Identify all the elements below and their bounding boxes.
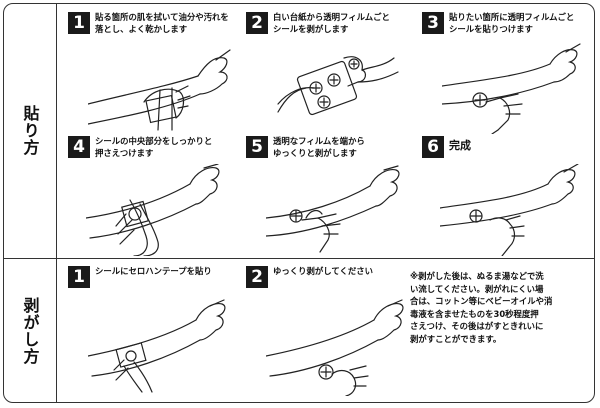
step-number: 2	[246, 12, 268, 34]
step-number: 2	[246, 266, 268, 288]
wipe-skin-illustration	[88, 42, 238, 132]
section-divider	[3, 258, 595, 259]
apply-step-3: 3 貼りたい箇所に透明フィルムごと シールを貼りつけます	[422, 12, 592, 134]
apply-step-1: 1 貼る箇所の肌を拭いて油分や汚れを 落とし、よく乾かします	[68, 12, 238, 132]
step-text: シールの中央部分をしっかりと 押さえつけます	[95, 136, 213, 158]
step-text: 完成	[449, 139, 471, 152]
section-label-remove: 剥がし方	[20, 296, 40, 365]
peel-film-illustration	[266, 164, 416, 256]
apply-step-5: 5 透明なフィルムを端から ゆっくりと剥がします	[246, 136, 416, 254]
step-number: 6	[422, 136, 444, 158]
tape-peel-illustration	[266, 296, 416, 396]
apply-step-4: 4 シールの中央部分をしっかりと 押さえつけます	[68, 136, 238, 256]
step-number: 4	[68, 136, 90, 158]
step-number: 5	[246, 136, 268, 158]
step-text: 白い台紙から透明フィルムごと シールを剥がします	[273, 12, 390, 34]
step-text: ゆっくり剥がしてください	[273, 266, 373, 276]
instruction-frame	[3, 3, 595, 403]
step-text: 透明なフィルムを端から ゆっくりと剥がします	[273, 136, 365, 158]
remove-step-2: 2 ゆっくり剥がしてください	[246, 266, 416, 398]
step-text: 貼る箇所の肌を拭いて油分や汚れを 落とし、よく乾かします	[95, 12, 229, 34]
apply-step-6: 6 完成	[422, 136, 592, 256]
label-column-divider	[56, 3, 57, 403]
apply-step-2: 2 白い台紙から透明フィルムごと シールを剥がします	[246, 12, 416, 130]
step-number: 1	[68, 12, 90, 34]
step-number: 3	[422, 12, 444, 34]
section-label-apply: 貼り方	[20, 105, 40, 156]
finished-illustration	[440, 164, 590, 256]
remove-step-1: 1 シールにセロハンテープを貼り	[68, 266, 238, 398]
step-text: シールにセロハンテープを貼り	[95, 266, 212, 276]
step-number: 1	[68, 266, 90, 288]
step-text: 貼りたい箇所に透明フィルムごと シールを貼りつけます	[449, 12, 575, 34]
removal-note: ※剥がした後は、ぬるま湯などで洗 い流してください。剥がれにくい場 合は、コット…	[410, 271, 553, 344]
press-sticker-illustration	[86, 164, 236, 256]
peel-backing-illustration	[258, 42, 408, 132]
apply-sticker-illustration	[442, 42, 592, 134]
tape-apply-illustration	[88, 296, 238, 396]
